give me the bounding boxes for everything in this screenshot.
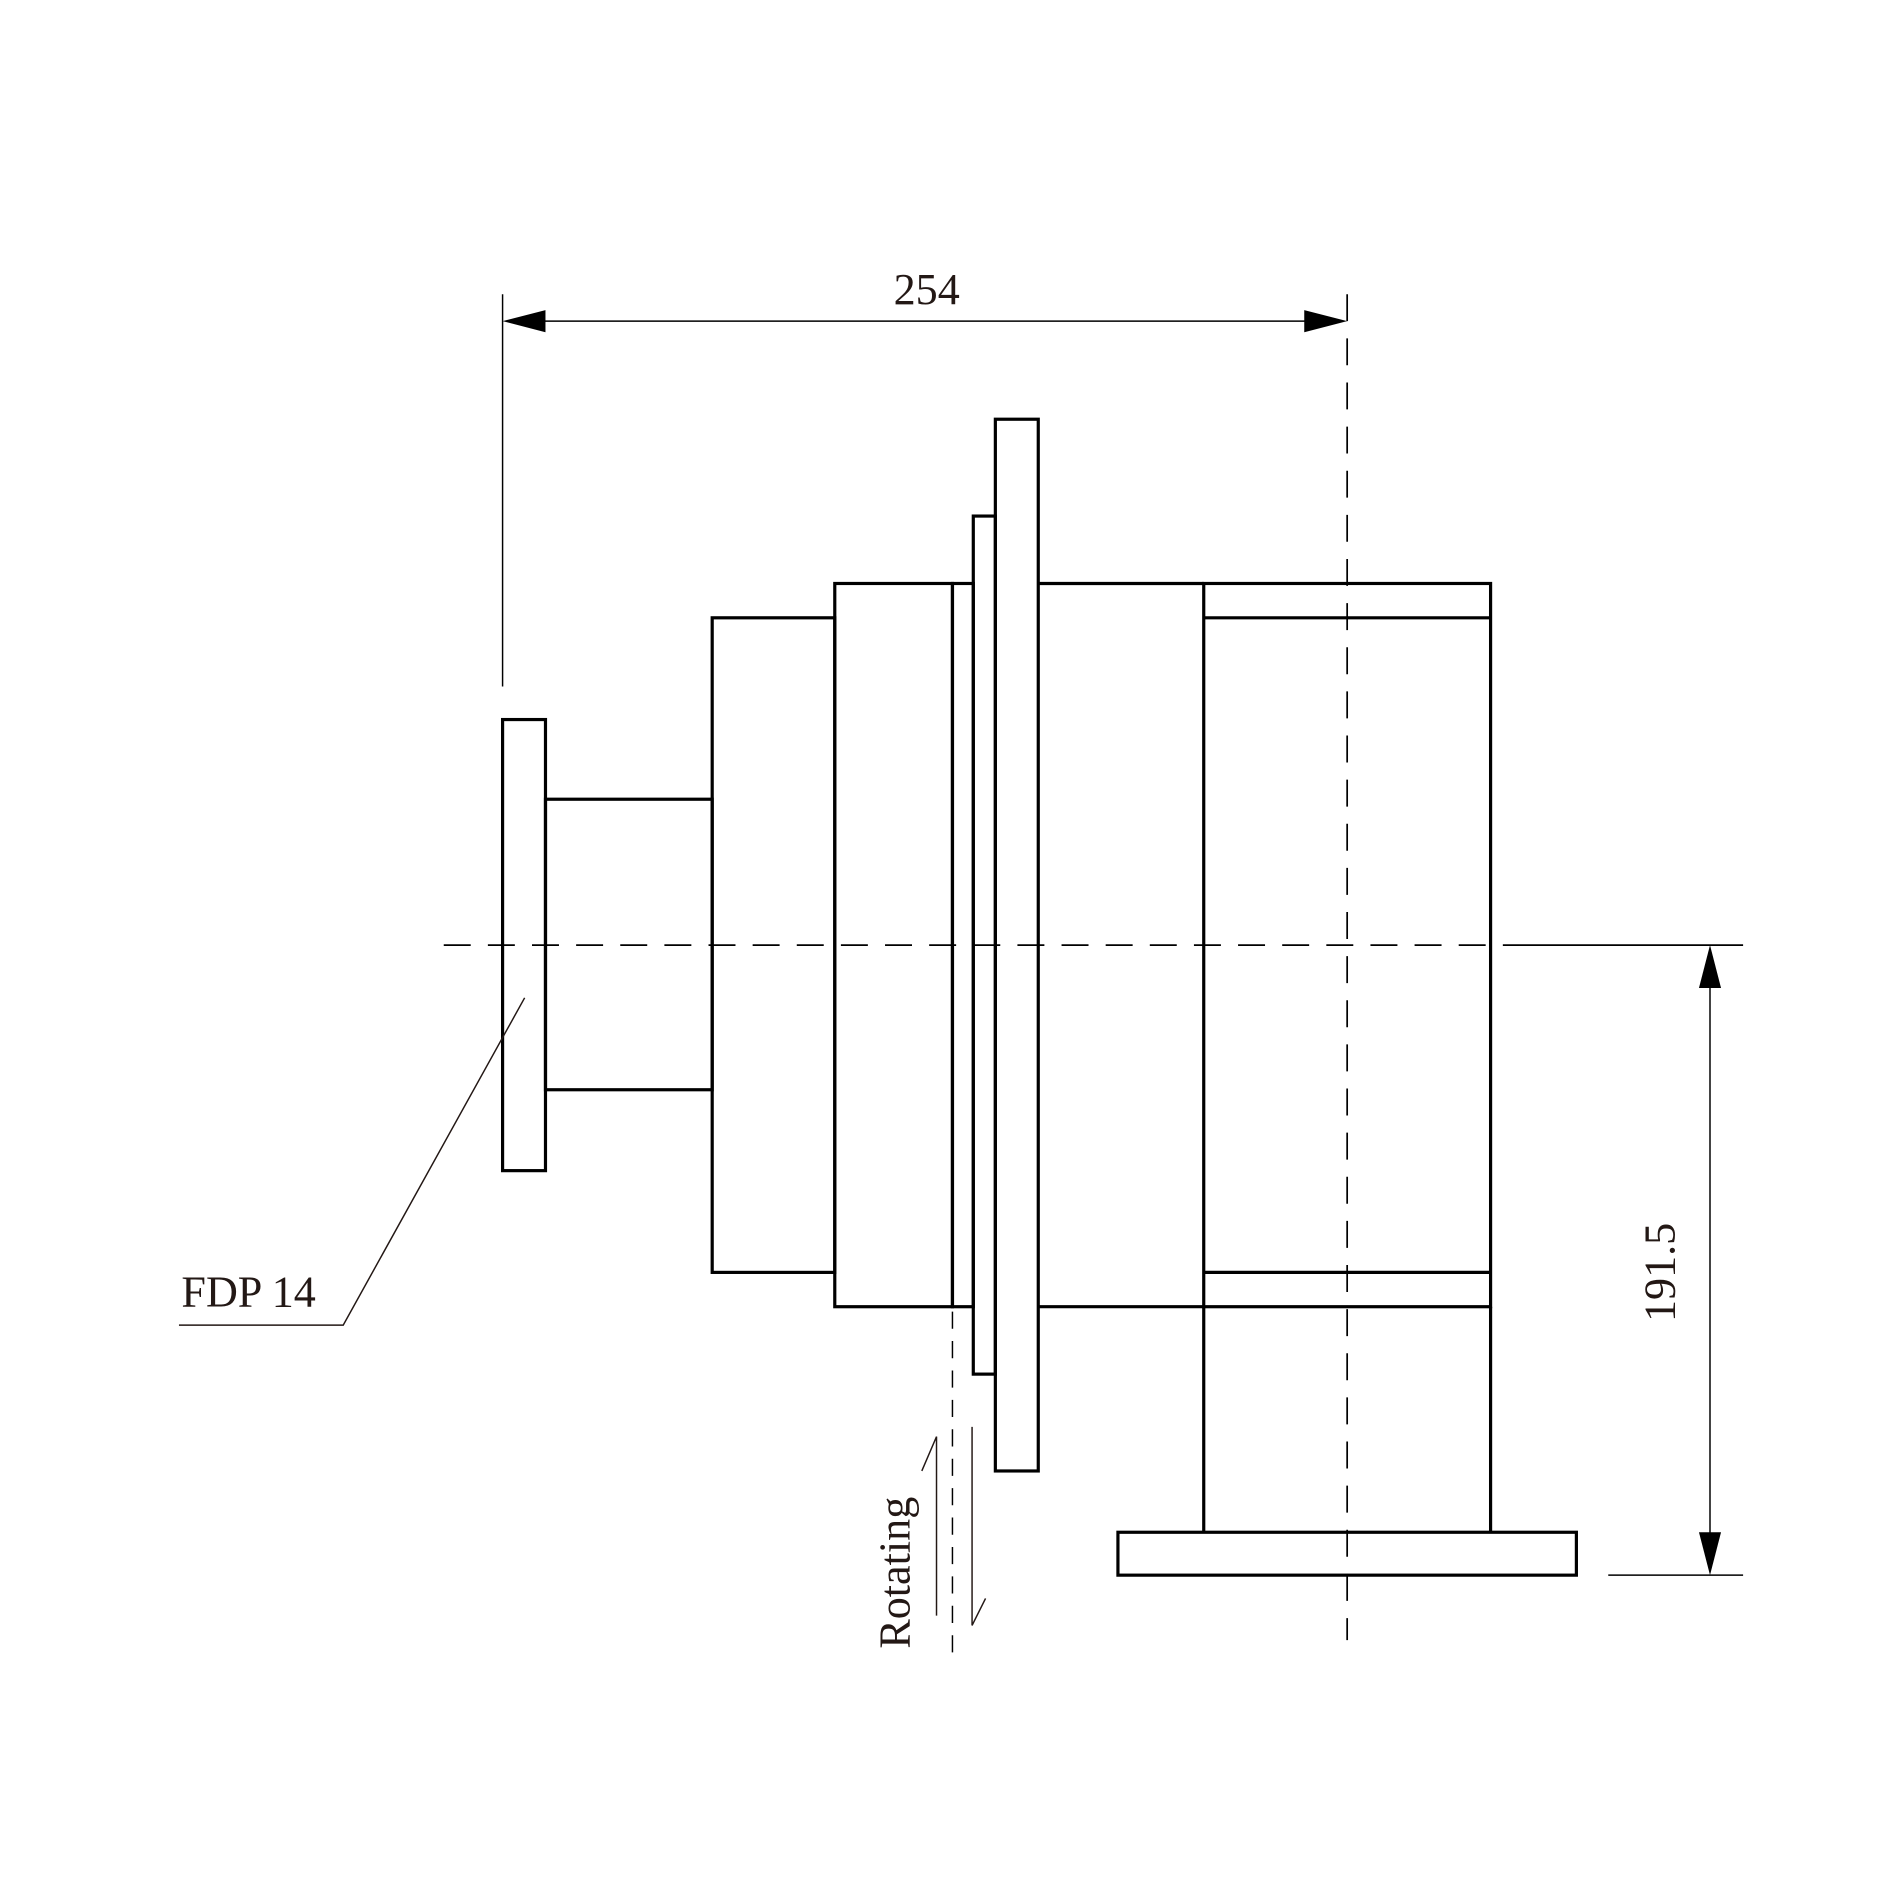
dim-254-arrow-right (1304, 310, 1348, 333)
output-flange (1116, 1530, 1578, 1577)
dim-191-5-label: 191.5 (1635, 1223, 1684, 1322)
dim-254-label: 254 (894, 265, 960, 314)
rotation-label: Rotating (871, 1497, 920, 1649)
dim-254-arrow-left (502, 310, 546, 333)
dim-191-5-arrow-bottom (1698, 1532, 1722, 1576)
flange-callout-label: FDP 14 (181, 1268, 315, 1317)
rotation-arrow-down (971, 1426, 987, 1626)
mounting-plate (993, 417, 1040, 1473)
rotation-arrow-up (921, 1436, 938, 1616)
dim-191-5-arrow-top (1698, 945, 1722, 988)
flange-callout-leader (178, 997, 526, 1326)
right-angle-housing (1202, 581, 1493, 1309)
